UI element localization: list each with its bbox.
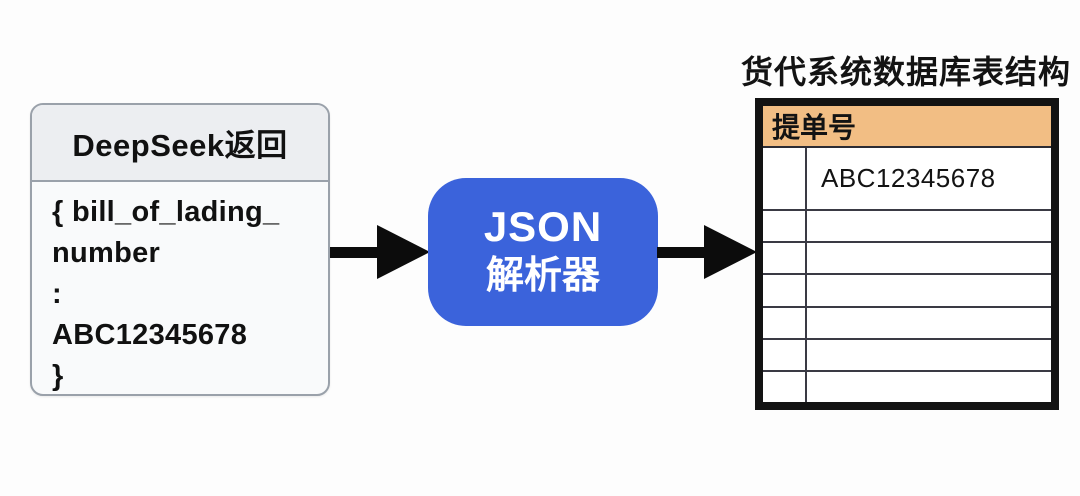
row-value-cell	[807, 372, 1051, 402]
json-parser-label-line2: 解析器	[485, 255, 600, 297]
json-payload-line: ABC12345678	[52, 319, 248, 351]
json-payload-line: :	[52, 278, 62, 310]
arrow-right-icon	[330, 225, 430, 279]
table-row	[763, 339, 1051, 372]
json-parser-box: JSON 解析器	[428, 178, 658, 326]
deepseek-return-box: DeepSeek返回 { bill_of_lading_ number : AB…	[30, 103, 330, 396]
row-index-cell	[763, 371, 807, 402]
arrow-shaft	[330, 247, 382, 258]
json-payload-line: { bill_of_lading_	[52, 196, 280, 228]
table-row	[763, 211, 1051, 244]
row-index-cell	[763, 339, 807, 370]
row-index-cell	[763, 307, 807, 338]
row-value-cell	[807, 340, 1051, 370]
deepseek-return-box-title: DeepSeek返回	[32, 105, 328, 182]
table-row	[763, 243, 1051, 276]
database-table-title: 货代系统数据库表结构	[740, 54, 1071, 90]
json-parser-label-line1: JSON	[483, 203, 603, 250]
row-value-cell	[807, 275, 1051, 305]
json-payload-line: }	[52, 360, 64, 392]
table-row	[763, 307, 1051, 340]
row-value-cell	[807, 211, 1051, 241]
arrow-head	[704, 225, 757, 279]
row-value-cell: ABC12345678	[821, 163, 996, 194]
row-index-cell	[763, 275, 807, 306]
row-index-cell	[763, 243, 807, 274]
database-table: 提单号 ABC12345678	[755, 98, 1059, 410]
row-index-cell	[763, 148, 807, 210]
table-row: ABC12345678	[763, 148, 1051, 212]
table-row	[763, 371, 1051, 402]
json-payload: { bill_of_lading_ number : ABC12345678 }	[32, 182, 328, 394]
arrow-head	[377, 225, 430, 279]
arrow-shaft	[657, 247, 709, 258]
row-index-cell	[763, 211, 807, 242]
table-row	[763, 275, 1051, 308]
json-payload-line: number	[52, 237, 161, 269]
table-header-cell: 提单号	[763, 106, 1051, 148]
arrow-right-icon	[657, 225, 757, 279]
row-value-cell	[807, 308, 1051, 338]
row-value-cell	[807, 243, 1051, 273]
